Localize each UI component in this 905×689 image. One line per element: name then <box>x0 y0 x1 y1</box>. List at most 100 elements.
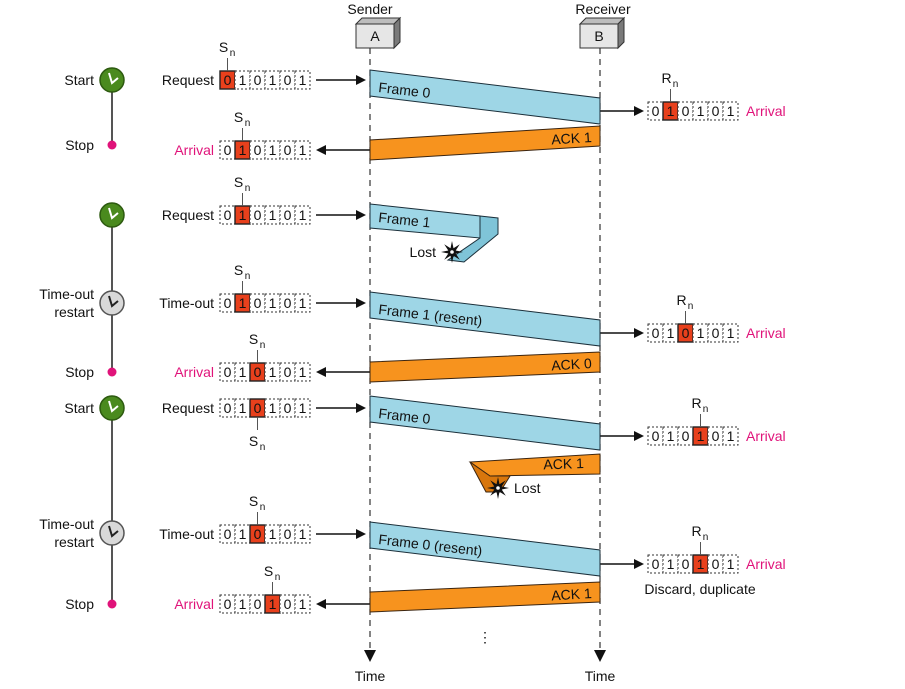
window-bit: 0 <box>652 428 660 444</box>
sn-pointer-sub: n <box>245 271 251 282</box>
receiver-node-icon <box>578 16 626 50</box>
sender-event-label: Arrival <box>174 142 214 158</box>
window-bit: 1 <box>727 556 735 572</box>
ack-label: ACK 0 <box>551 355 593 373</box>
frame-message: Frame 1 Lost <box>369 203 499 263</box>
frame-label: Frame 1 <box>378 209 432 230</box>
timer-label: Time-out <box>39 516 94 532</box>
ack-arrival-arrow-head <box>316 367 326 377</box>
window-bit: 0 <box>652 103 660 119</box>
window-bit: 0 <box>254 295 262 311</box>
timer-label: Start <box>64 72 94 88</box>
sn-pointer-sub: n <box>260 502 266 513</box>
receiver-title: Receiver <box>575 1 631 17</box>
window-bit: 1 <box>239 295 247 311</box>
frame-arrival-arrow-head <box>634 328 644 338</box>
rn-pointer-label: R <box>661 70 671 86</box>
window-bit: 0 <box>284 72 292 88</box>
ack-label: ACK 1 <box>551 129 593 147</box>
window-bit: 0 <box>284 400 292 416</box>
lost-burst-icon <box>441 241 463 263</box>
rn-pointer-sub: n <box>688 301 694 312</box>
sn-pointer-label: S <box>249 433 258 449</box>
window-bit: 1 <box>667 428 675 444</box>
clock-start-icon <box>99 67 125 93</box>
timer-label: Stop <box>65 364 94 380</box>
window-bit: 0 <box>284 364 292 380</box>
window-cell <box>294 398 311 418</box>
sn-pointer-label: S <box>264 563 273 579</box>
sender-event-label: Request <box>162 207 214 223</box>
window-bit: 0 <box>682 103 690 119</box>
sn-pointer-sub: n <box>260 442 266 453</box>
continuation-dots: ⋮ <box>478 629 492 645</box>
sender-box-label: A <box>370 28 380 44</box>
window-bit: 1 <box>697 428 705 444</box>
window-bit: 1 <box>697 325 705 341</box>
rn-pointer-label: R <box>676 292 686 308</box>
window-bit: 0 <box>224 295 232 311</box>
window-bit: 1 <box>239 142 247 158</box>
ack-label: ACK 1 <box>543 455 584 472</box>
clock-restart-icon <box>99 520 125 546</box>
rn-pointer-sub: n <box>673 79 679 90</box>
receiver-event-label: Arrival <box>746 325 786 341</box>
window-bit: 1 <box>269 596 277 612</box>
window-bit: 1 <box>727 325 735 341</box>
sender-event-label: Arrival <box>174 364 214 380</box>
sender-node-icon <box>354 16 402 50</box>
frame-label: Frame 0 <box>378 405 432 427</box>
window-cell <box>294 524 311 544</box>
window-bit: 0 <box>682 556 690 572</box>
sender-station: Sender A Time <box>347 1 402 684</box>
window-bit: 1 <box>667 103 675 119</box>
timer-label-line2: restart <box>54 534 94 550</box>
window-bit: 1 <box>269 526 277 542</box>
window-bit: 1 <box>299 72 307 88</box>
window-cell <box>294 594 311 614</box>
window-cell <box>722 101 739 121</box>
window-bit: 0 <box>254 72 262 88</box>
lost-label: Lost <box>410 244 437 260</box>
sn-pointer-sub: n <box>230 48 236 59</box>
timer-label: Stop <box>65 596 94 612</box>
window-bit: 0 <box>284 596 292 612</box>
window-bit: 1 <box>299 295 307 311</box>
lost-label: Lost <box>514 480 541 496</box>
window-bit: 1 <box>239 596 247 612</box>
timer-label: Start <box>64 400 94 416</box>
window-bit: 1 <box>727 428 735 444</box>
sn-pointer-label: S <box>219 39 228 55</box>
window-bit: 1 <box>239 526 247 542</box>
timer-label: Time-out <box>39 286 94 302</box>
sender-event-label: Time-out <box>159 526 214 542</box>
timer-labels: StartStopTime-outrestartStopStartTime-ou… <box>39 67 125 612</box>
window-bit: 1 <box>239 364 247 380</box>
window-bit: 1 <box>299 526 307 542</box>
lost-burst-icon <box>487 477 509 499</box>
window-cell <box>722 554 739 574</box>
sn-pointer-sub: n <box>275 572 281 583</box>
stop-dot-icon <box>107 140 117 150</box>
timer-label: Stop <box>65 137 94 153</box>
sn-pointer-sub: n <box>245 118 251 129</box>
window-bit: 0 <box>284 526 292 542</box>
receiver-box-label: B <box>594 28 603 44</box>
ack-arrival-arrow-head <box>316 599 326 609</box>
sn-pointer-sub: n <box>260 340 266 351</box>
